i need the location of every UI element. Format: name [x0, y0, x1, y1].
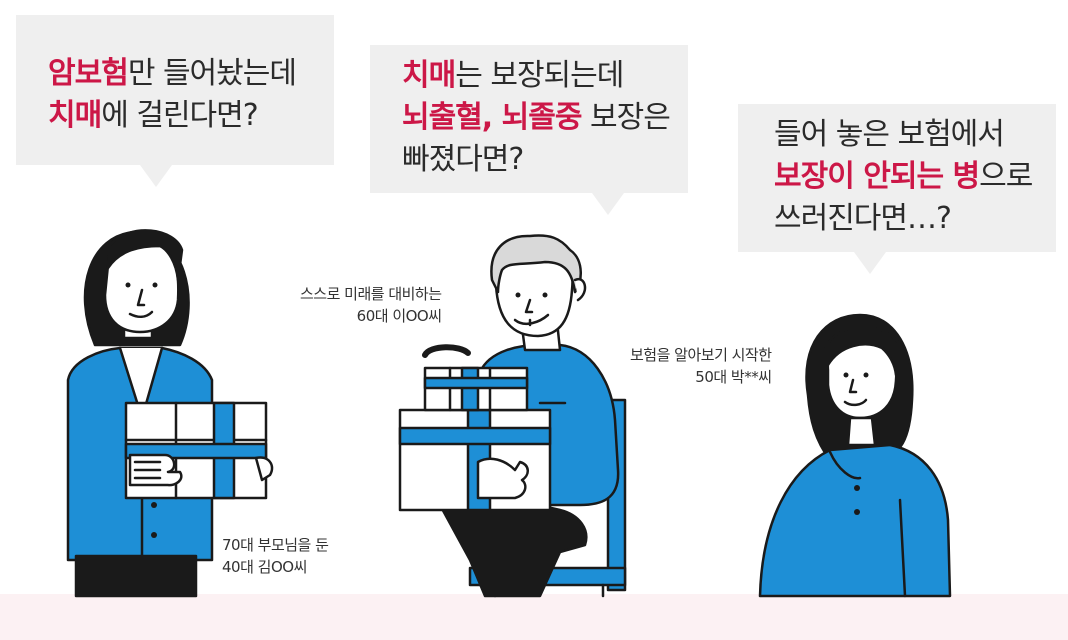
bubble-text-segment: 만 들어놨는데: [127, 56, 297, 91]
caption-line: 40대 김OO씨: [222, 558, 307, 576]
bubble-tail: [854, 252, 886, 274]
bubble-tail: [140, 165, 172, 187]
highlighted-text: 보장이 안되는 병: [774, 159, 980, 194]
bubble-text-segment: 으로: [979, 159, 1033, 194]
bubble-line: 암보험만 들어놨는데: [48, 53, 297, 95]
bubble-line: 빠졌다면?: [402, 139, 670, 181]
bubble-line: 치매는 보장되는데: [402, 55, 670, 97]
bubble-line: 들어 놓은 보험에서: [774, 114, 1032, 156]
caption-line: 50대 박**씨: [695, 368, 772, 386]
caption-line: 70대 부모님을 둔: [222, 536, 329, 554]
floor-band: [0, 594, 1068, 640]
bubble-text-segment: 는 보장되는데: [455, 58, 624, 93]
caption-left: 70대 부모님을 둔 40대 김OO씨: [222, 534, 329, 578]
bubble-tail: [592, 193, 624, 215]
highlighted-text: 치매: [402, 58, 456, 93]
bubble-text-segment: 에 걸린다면?: [101, 98, 258, 133]
woman-with-gift-illustration: [66, 229, 274, 598]
woman-looking-illustration: [758, 313, 952, 598]
highlighted-text: 암보험: [48, 56, 129, 91]
highlighted-text: 치매: [48, 98, 102, 133]
caption-center: 스스로 미래를 대비하는 60대 이OO씨: [300, 283, 442, 327]
bubble-line: 쓰러진다면…?: [774, 198, 1032, 240]
man-with-gifts-illustration: [398, 234, 627, 598]
bubble-text-segment: 쓰러진다면…?: [774, 201, 952, 236]
highlighted-text: 뇌출혈, 뇌졸중: [402, 100, 582, 135]
bubble-line: 치매에 걸린다면?: [48, 95, 296, 137]
bubble-text-segment: 빠졌다면?: [402, 142, 524, 177]
bubble-text-segment: 들어 놓은 보험에서: [774, 117, 1005, 152]
caption-line: 스스로 미래를 대비하는: [300, 285, 442, 303]
bubble-line: 뇌출혈, 뇌졸중 보장은: [402, 97, 671, 139]
caption-line: 60대 이OO씨: [356, 307, 442, 325]
bubble-text-segment: 보장은: [581, 100, 671, 135]
caption-right: 보험을 알아보기 시작한 50대 박**씨: [630, 344, 772, 388]
caption-line: 보험을 알아보기 시작한: [630, 346, 772, 364]
bubble-line: 보장이 안되는 병으로: [774, 156, 1033, 198]
